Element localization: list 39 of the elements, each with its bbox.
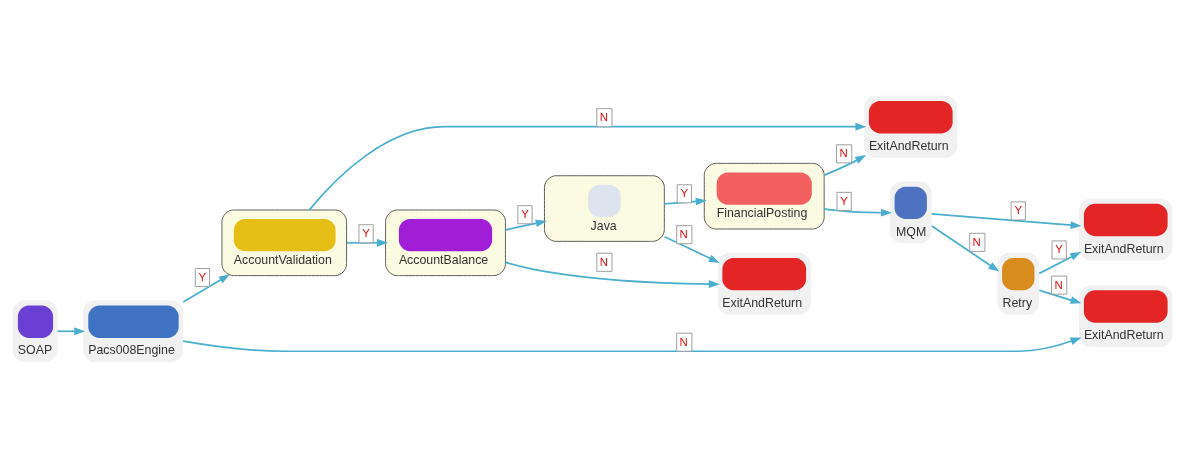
- node-box: Pacs008Engine: [83, 300, 183, 363]
- edge-label: N: [1054, 278, 1063, 291]
- edge-label: N: [679, 228, 688, 241]
- arrow: [345, 238, 389, 247]
- edge-label: Y: [1014, 204, 1023, 217]
- arrow: [504, 261, 720, 288]
- arrow: [823, 155, 867, 176]
- arrow: [182, 337, 1082, 353]
- arrow: [1038, 289, 1082, 304]
- arrow: [182, 274, 231, 303]
- node-box: SOAP: [12, 300, 58, 363]
- node-box: ExitAndReturn: [717, 252, 811, 315]
- node-box: Java: [543, 175, 665, 242]
- edge-label: Y: [521, 208, 529, 221]
- node-box: ExitAndReturn: [1079, 285, 1173, 347]
- arrow: [930, 225, 1000, 272]
- edge-label: N: [972, 235, 981, 248]
- arrow: [663, 235, 720, 264]
- arrow: [930, 213, 1082, 229]
- edge-label: Y: [840, 194, 848, 207]
- edge-label: N: [839, 147, 848, 160]
- edge-label: N: [599, 111, 608, 124]
- edge-label: N: [679, 335, 688, 348]
- arrow: [504, 219, 547, 231]
- node-box: FinancialPosting: [703, 162, 825, 230]
- edge-label: Y: [362, 227, 370, 240]
- node-box: AccountValidation: [221, 209, 348, 277]
- node-box: MQM: [889, 181, 932, 244]
- edge-label: Y: [198, 270, 207, 283]
- node-box: ExitAndReturn: [1079, 198, 1173, 261]
- node-box: AccountBalance: [385, 209, 506, 277]
- node-box: Retry: [997, 252, 1040, 315]
- edge-label: N: [599, 255, 608, 268]
- arrow: [1038, 251, 1082, 275]
- edge-label: Y: [680, 187, 689, 200]
- edge-label: Y: [1055, 243, 1063, 256]
- arrow: [823, 207, 893, 217]
- node-box: ExitAndReturn: [864, 95, 958, 158]
- arrow: [56, 327, 86, 336]
